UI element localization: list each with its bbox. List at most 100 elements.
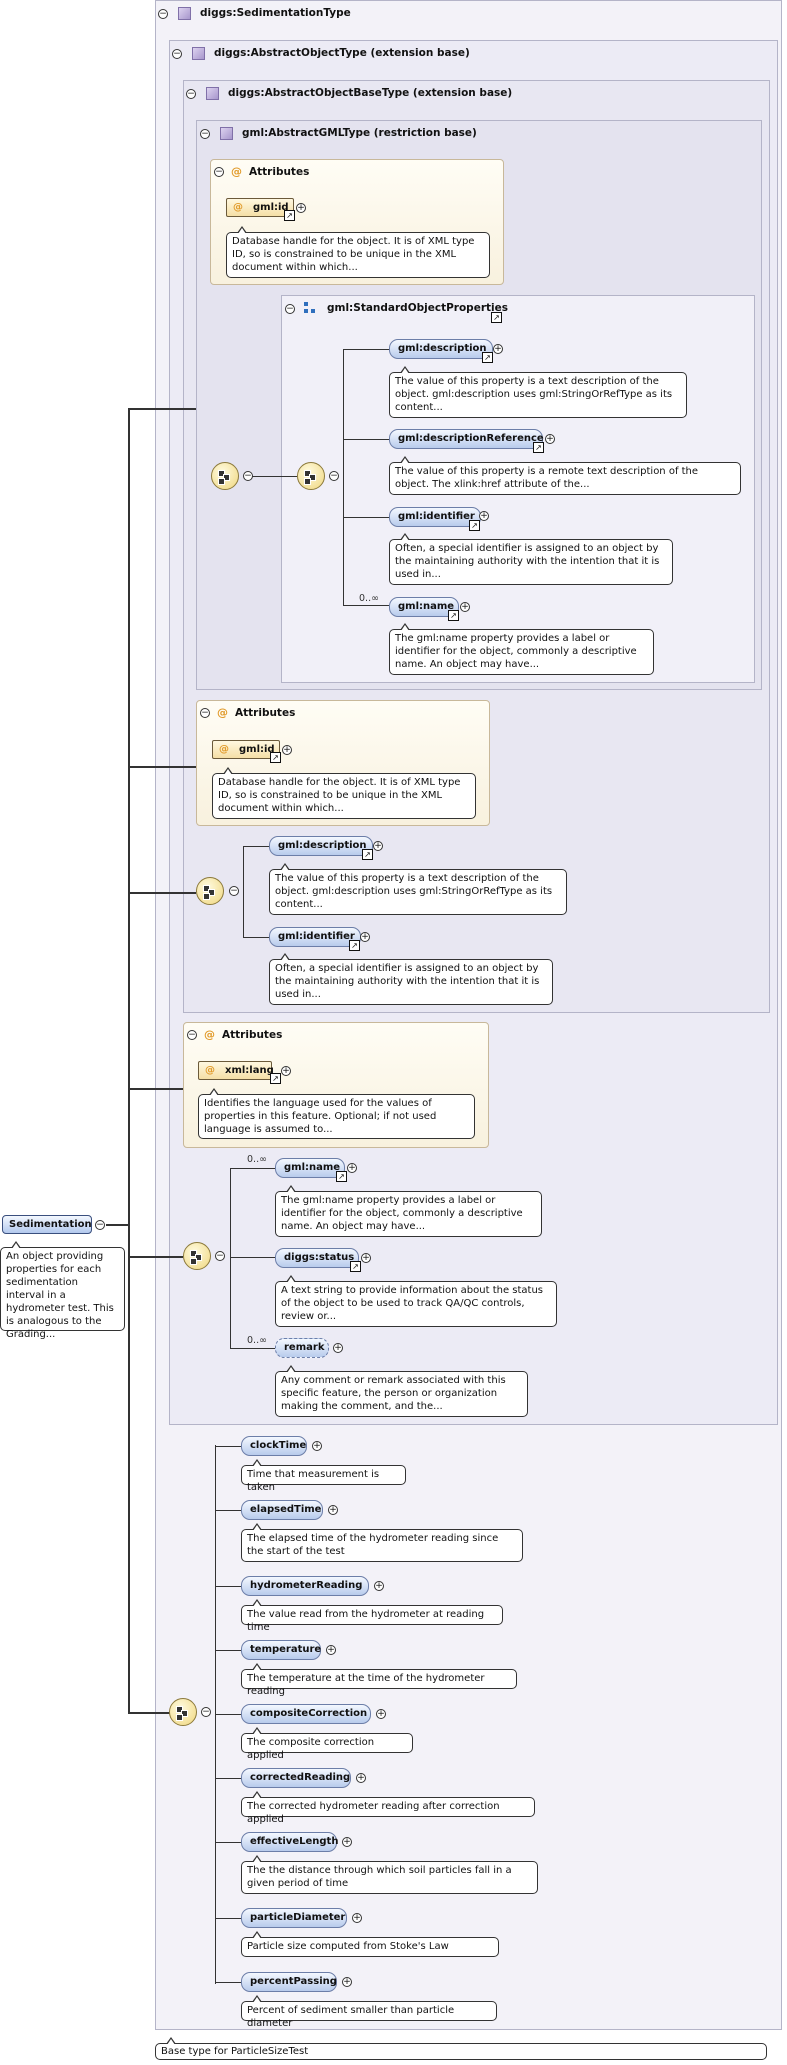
collapse-icon[interactable]: − (329, 471, 339, 481)
element-remark[interactable]: remark (275, 1338, 329, 1358)
element-temperature[interactable]: temperature (241, 1640, 321, 1660)
abstract-object-title: diggs:AbstractObjectType (extension base… (214, 47, 470, 59)
attributes-title: Attributes (249, 166, 310, 178)
attribute-gml-id[interactable]: @gml:id (212, 740, 280, 759)
element-doc: Time that measurement is taken (241, 1459, 406, 1493)
collapse-icon[interactable]: − (200, 708, 210, 718)
plus-circle-icon[interactable]: + (493, 344, 503, 354)
plus-circle-icon[interactable]: + (356, 1773, 366, 1783)
type-title: diggs:SedimentationType (200, 7, 351, 19)
element-hydrometerReading[interactable]: hydrometerReading (241, 1576, 369, 1596)
link-arrow-icon[interactable]: ↗ (336, 1171, 347, 1182)
collapse-icon[interactable]: − (95, 1220, 105, 1230)
link-arrow-icon[interactable]: ↗ (448, 610, 459, 621)
element-clockTime[interactable]: clockTime (241, 1436, 307, 1456)
link-arrow-icon[interactable]: ↗ (270, 1073, 281, 1084)
plus-circle-icon[interactable]: + (373, 841, 383, 851)
plus-circle-icon[interactable]: + (545, 434, 555, 444)
element-gml-description[interactable]: gml:description (389, 339, 493, 359)
link-arrow-icon[interactable]: ↗ (349, 940, 360, 951)
sequence-icon (183, 1242, 211, 1270)
plus-circle-icon[interactable]: + (282, 745, 292, 755)
element-doc: The elapsed time of the hydrometer readi… (241, 1523, 523, 1562)
connector-line (243, 937, 269, 938)
element-gml-identifier[interactable]: gml:identifier (389, 507, 481, 527)
link-arrow-icon[interactable]: ↗ (491, 312, 502, 323)
sequence-icon (169, 1698, 197, 1726)
link-arrow-icon[interactable]: ↗ (350, 1261, 361, 1272)
connector-line (215, 1842, 241, 1843)
connector-line (128, 766, 196, 768)
plus-circle-icon[interactable]: + (479, 511, 489, 521)
element-correctedReading[interactable]: correctedReading (241, 1768, 351, 1788)
element-particleDiameter[interactable]: particleDiameter (241, 1908, 347, 1928)
connector-line (243, 846, 269, 847)
link-arrow-icon[interactable]: ↗ (362, 849, 373, 860)
element-percentPassing[interactable]: percentPassing (241, 1972, 337, 1992)
element-elapsedTime[interactable]: elapsedTime (241, 1500, 323, 1520)
collapse-icon[interactable]: − (229, 886, 239, 896)
plus-circle-icon[interactable]: + (342, 1977, 352, 1987)
collapse-icon[interactable]: − (214, 167, 224, 177)
plus-circle-icon[interactable]: + (333, 1343, 343, 1353)
plus-circle-icon[interactable]: + (376, 1709, 386, 1719)
link-arrow-icon[interactable]: ↗ (284, 210, 295, 221)
collapse-icon[interactable]: − (158, 9, 168, 19)
collapse-icon[interactable]: − (243, 471, 253, 481)
complex-type-icon (220, 127, 233, 140)
connector-line (230, 1348, 275, 1349)
cardinality-label: 0..∞ (359, 593, 379, 604)
element-doc: Any comment or remark associated with th… (275, 1365, 528, 1417)
element-gml-name[interactable]: gml:name (389, 597, 459, 617)
element-effectiveLength[interactable]: effectiveLength (241, 1832, 338, 1852)
element-diggs-status[interactable]: diggs:status (275, 1248, 359, 1268)
element-compositeCorrection[interactable]: compositeCorrection (241, 1704, 371, 1724)
sequence-icon (196, 877, 224, 905)
element-gml-name[interactable]: gml:name (275, 1158, 345, 1178)
plus-circle-icon[interactable]: + (296, 203, 306, 213)
connector-line (128, 408, 196, 410)
collapse-icon[interactable]: − (187, 1030, 197, 1040)
attributes-title: Attributes (222, 1029, 283, 1041)
element-doc: The composite correction applied (241, 1727, 413, 1761)
plus-circle-icon[interactable]: + (326, 1645, 336, 1655)
element-doc: Percent of sediment smaller than particl… (241, 1995, 497, 2029)
plus-circle-icon[interactable]: + (374, 1581, 384, 1591)
plus-circle-icon[interactable]: + (312, 1441, 322, 1451)
root-element-sedimentation[interactable]: Sedimentation (2, 1215, 92, 1234)
element-gml-identifier[interactable]: gml:identifier (269, 927, 361, 947)
link-arrow-icon[interactable]: ↗ (482, 352, 493, 363)
connector-line (243, 846, 244, 938)
link-arrow-icon[interactable]: ↗ (270, 752, 281, 763)
complex-type-icon (192, 47, 205, 60)
link-arrow-icon[interactable]: ↗ (469, 520, 480, 531)
link-arrow-icon[interactable]: ↗ (533, 442, 544, 453)
plus-circle-icon[interactable]: + (347, 1163, 357, 1173)
at-icon: @ (204, 1028, 215, 1041)
plus-circle-icon[interactable]: + (361, 1253, 371, 1263)
attribute-gml-id[interactable]: @gml:id (226, 198, 294, 217)
plus-circle-icon[interactable]: + (342, 1837, 352, 1847)
plus-circle-icon[interactable]: + (328, 1505, 338, 1515)
collapse-icon[interactable]: − (215, 1251, 225, 1261)
attribute-xml-lang[interactable]: @xml:lang (198, 1061, 274, 1080)
connector-line (215, 1650, 241, 1651)
collapse-icon[interactable]: − (172, 49, 182, 59)
cardinality-label: 0..∞ (247, 1335, 267, 1346)
collapse-icon[interactable]: − (285, 304, 295, 314)
plus-circle-icon[interactable]: + (460, 602, 470, 612)
connector-line (128, 408, 130, 1714)
connector-line (343, 517, 389, 518)
plus-circle-icon[interactable]: + (360, 932, 370, 942)
type-doc: Base type for ParticleSizeTest (155, 2037, 767, 2060)
collapse-icon[interactable]: − (200, 129, 210, 139)
element-gml-description-reference[interactable]: gml:descriptionReference (389, 429, 544, 449)
element-gml-description[interactable]: gml:description (269, 836, 373, 856)
collapse-icon[interactable]: − (186, 89, 196, 99)
collapse-icon[interactable]: − (201, 1707, 211, 1717)
plus-circle-icon[interactable]: + (281, 1066, 291, 1076)
sequence-icon (211, 462, 239, 490)
connector-line (215, 1714, 241, 1715)
attribute-doc: Database handle for the object. It is of… (226, 226, 490, 278)
plus-circle-icon[interactable]: + (352, 1913, 362, 1923)
